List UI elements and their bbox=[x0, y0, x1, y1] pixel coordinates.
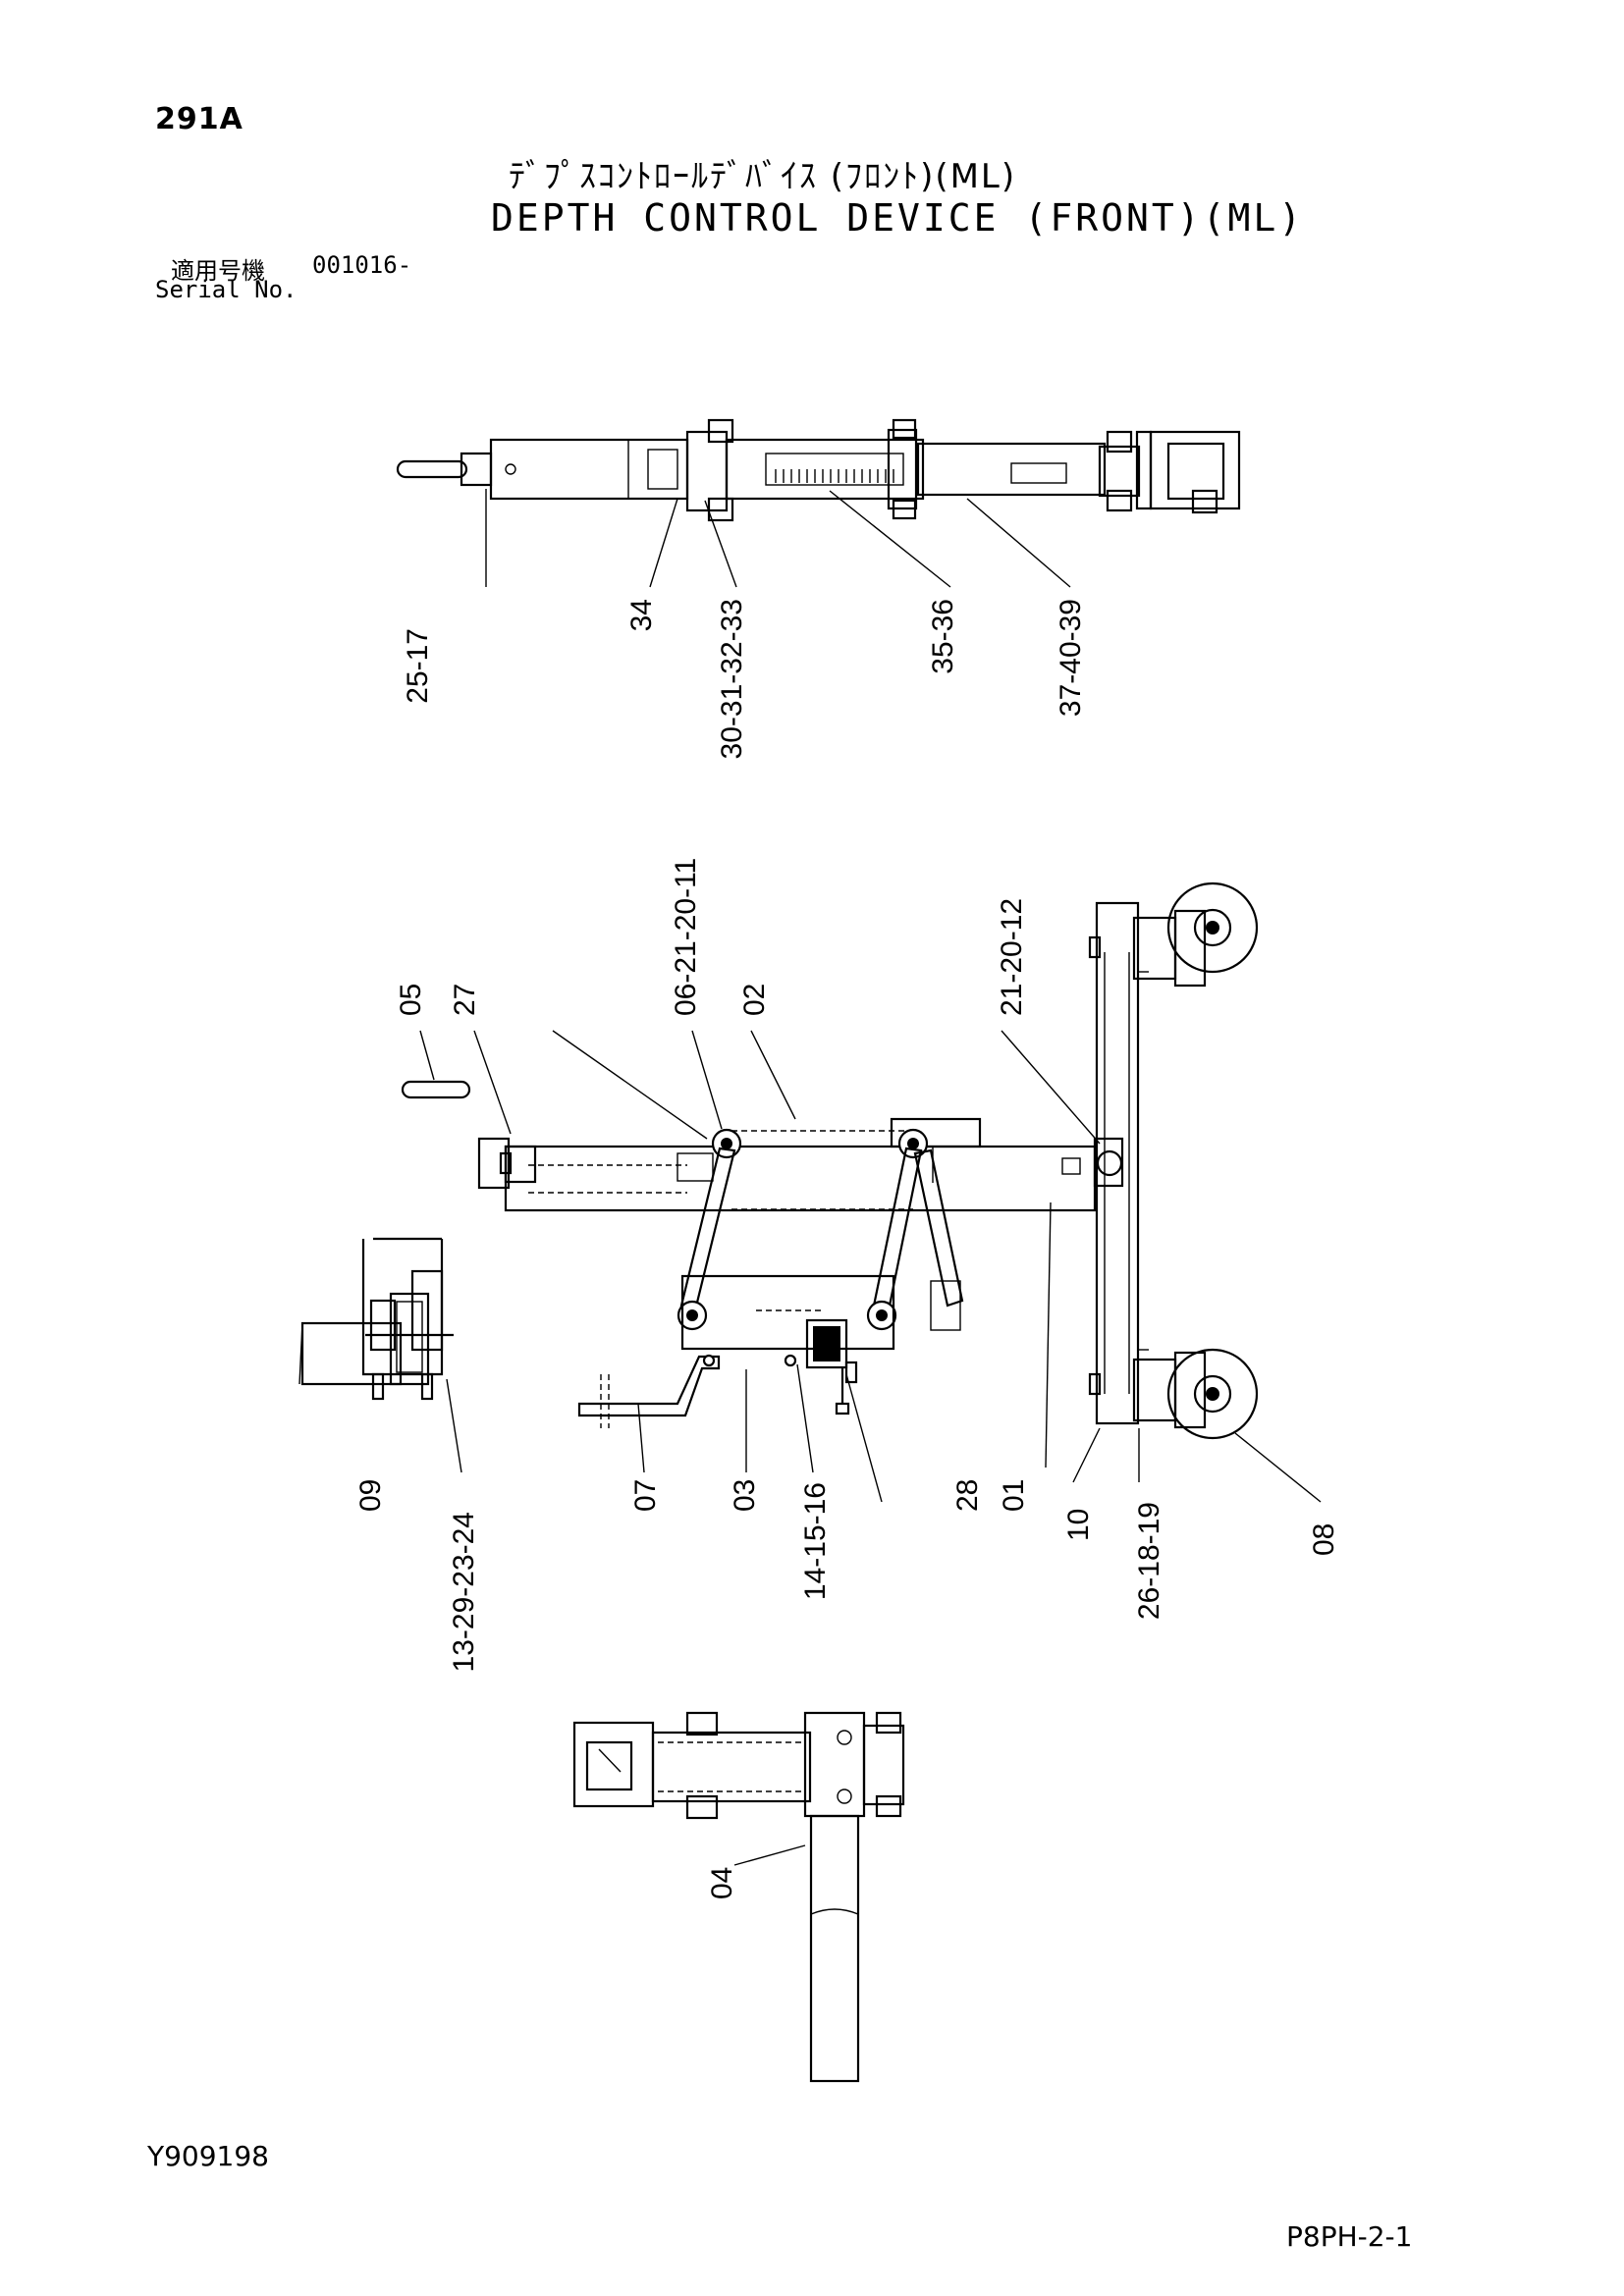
serial-label-english: Serial No. bbox=[155, 276, 298, 303]
callout-02: 02 bbox=[738, 984, 771, 1016]
callout-04: 04 bbox=[706, 1867, 738, 1899]
bottom-view-leader bbox=[733, 1844, 806, 1866]
callout-26-18-19: 26-18-19 bbox=[1133, 1502, 1165, 1620]
bottom-view-assembly bbox=[572, 1711, 905, 2083]
callout-14-15-16: 14-15-16 bbox=[799, 1482, 832, 1600]
callout-09: 09 bbox=[354, 1479, 387, 1512]
title-english: DEPTH CONTROL DEVICE (FRONT)(ML) bbox=[491, 196, 1305, 240]
side-view-leaders bbox=[419, 1030, 1322, 1503]
callout-03: 03 bbox=[729, 1479, 761, 1512]
callout-30-31-32-33: 30-31-32-33 bbox=[716, 599, 748, 759]
callout-21-20-12: 21-20-12 bbox=[996, 898, 1028, 1016]
top-view-leaders bbox=[485, 489, 1071, 588]
callout-35-36: 35-36 bbox=[927, 599, 959, 674]
callout-25-17: 25-17 bbox=[402, 628, 434, 704]
page-number: 291A bbox=[155, 102, 244, 136]
callout-06-21-20-11: 06-21-20-11 bbox=[670, 858, 702, 1016]
callout-08: 08 bbox=[1308, 1523, 1340, 1556]
side-view-inset-detail bbox=[298, 1237, 454, 1401]
top-view-assembly bbox=[396, 418, 1241, 522]
callout-10: 10 bbox=[1062, 1509, 1095, 1541]
side-view-assembly bbox=[401, 881, 1259, 1440]
callout-07: 07 bbox=[629, 1479, 662, 1512]
page-reference: P8PH-2-1 bbox=[1286, 2220, 1413, 2253]
callout-01: 01 bbox=[998, 1479, 1030, 1512]
callout-37-40-39: 37-40-39 bbox=[1055, 599, 1087, 717]
serial-label-japanese: 適用号機 bbox=[171, 257, 265, 285]
callout-05: 05 bbox=[395, 984, 427, 1016]
callout-28: 28 bbox=[951, 1479, 984, 1512]
callout-13-29-23-24: 13-29-23-24 bbox=[448, 1512, 480, 1672]
title-japanese: ﾃﾞﾌﾟｽｺﾝﾄﾛｰﾙﾃﾞﾊﾞｲｽ (ﾌﾛﾝﾄ)(ML) bbox=[509, 157, 1017, 196]
serial-number-value: 001016- bbox=[312, 251, 412, 279]
callout-34: 34 bbox=[625, 599, 658, 631]
document-id: Y909198 bbox=[147, 2140, 269, 2172]
callout-27: 27 bbox=[449, 984, 481, 1016]
